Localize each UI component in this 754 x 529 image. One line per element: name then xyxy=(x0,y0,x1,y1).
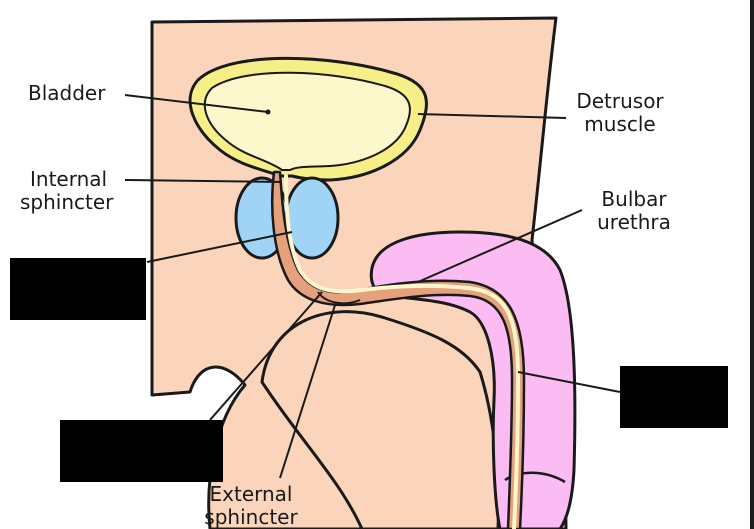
redacted-label-left xyxy=(10,258,146,320)
label-bulbar-urethra: Bulbar urethra xyxy=(597,187,671,234)
leader-bladder xyxy=(124,94,269,113)
dot-bladder xyxy=(265,109,271,115)
leader-internal xyxy=(124,179,283,183)
scrotum xyxy=(260,310,500,529)
redacted-label-bottom xyxy=(60,420,223,482)
leader-bulbar xyxy=(417,209,583,283)
bladder-lumen xyxy=(203,71,411,171)
window-edge xyxy=(750,0,754,529)
leader-redacted-left xyxy=(146,231,293,263)
label-detrusor-muscle: Detrusor muscle xyxy=(576,89,664,136)
leader-redacted-right xyxy=(517,371,621,393)
leader-detrusor xyxy=(417,113,567,119)
urethra-lumen xyxy=(284,174,521,529)
redacted-label-right xyxy=(620,366,728,428)
label-internal-sphincter: Internal sphincter xyxy=(20,167,114,214)
leader-external xyxy=(279,301,337,479)
leader-redacted-bottom xyxy=(209,291,323,421)
label-bladder: Bladder xyxy=(28,81,106,105)
label-external-sphincter: External sphincter xyxy=(204,482,298,529)
